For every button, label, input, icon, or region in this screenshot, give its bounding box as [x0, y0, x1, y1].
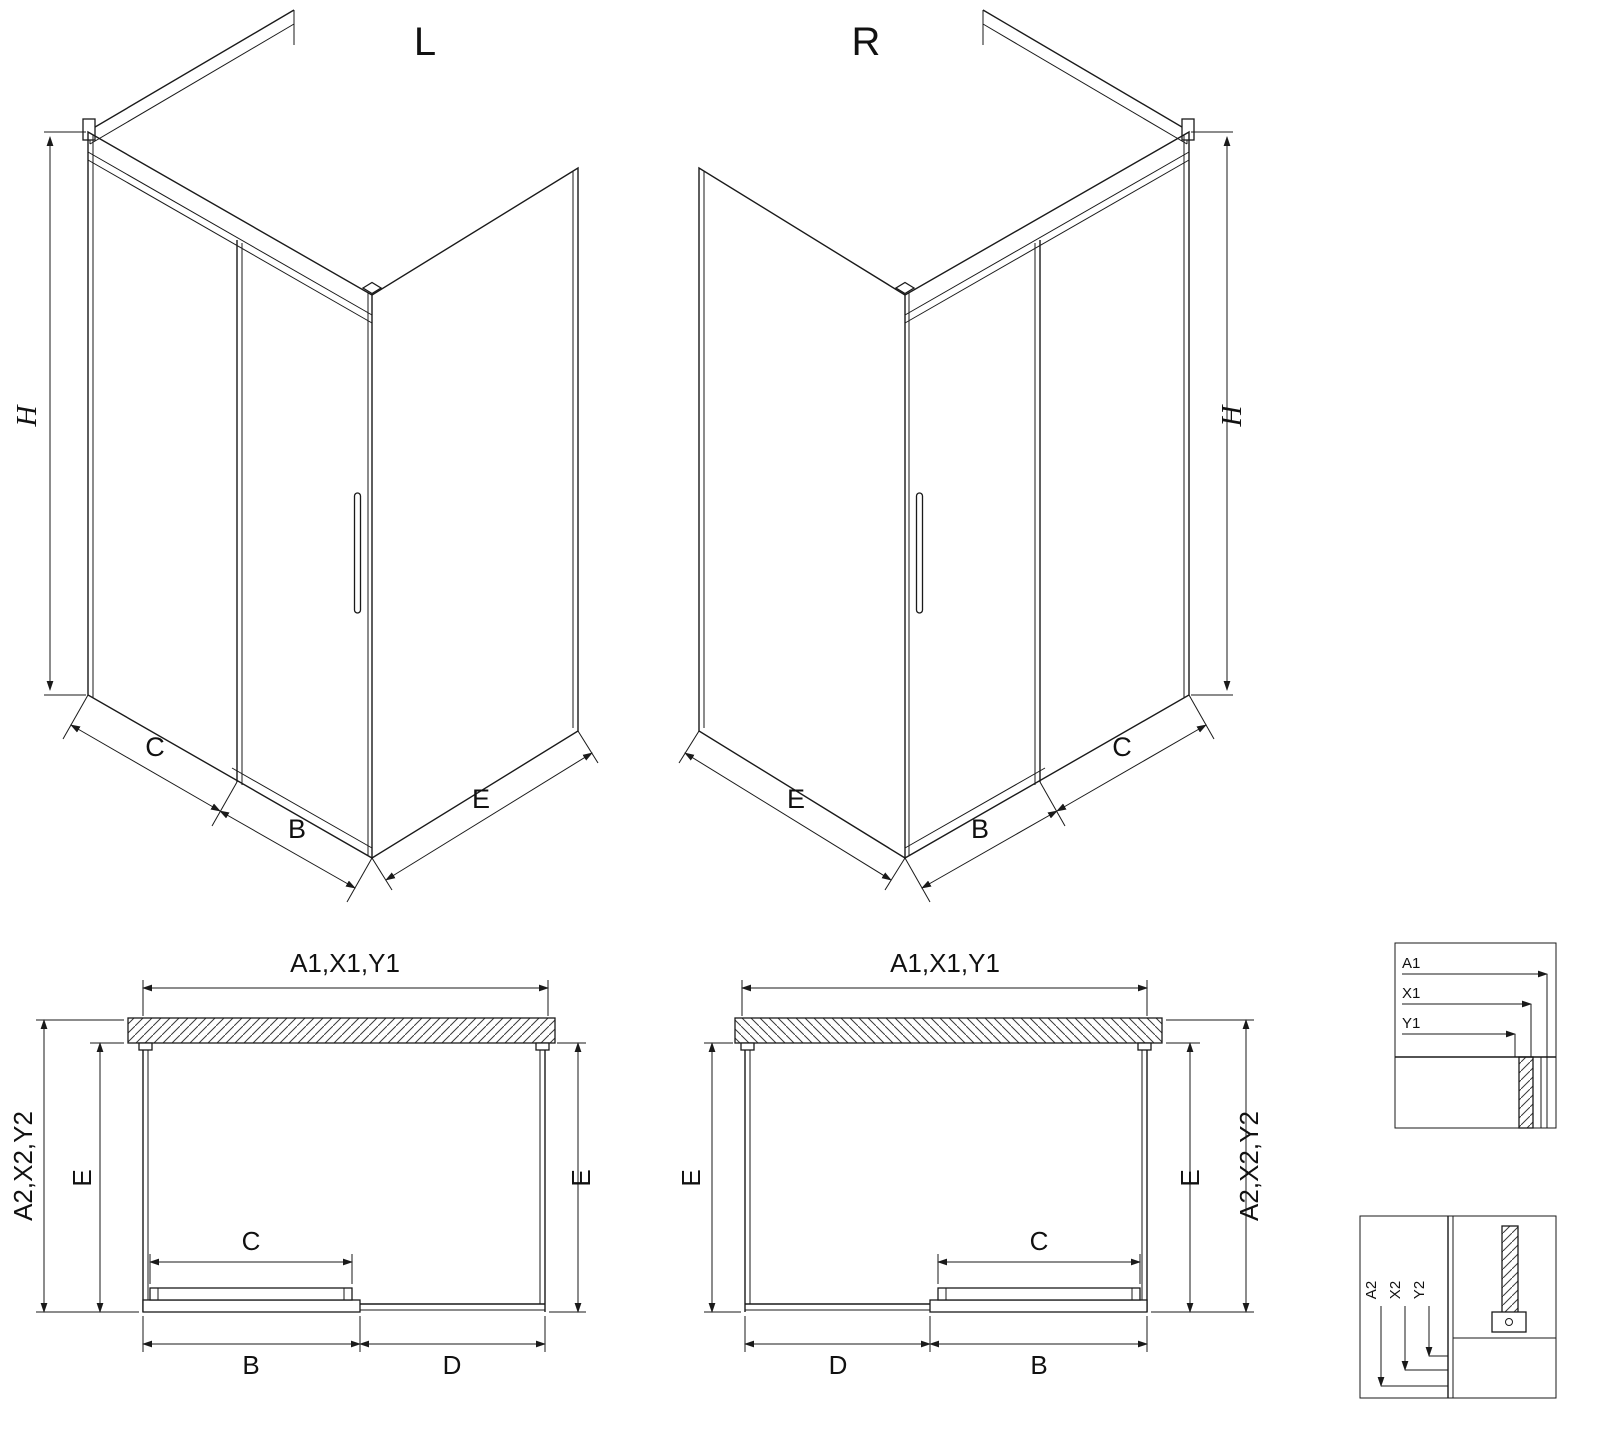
dim-label-c-left: C: [145, 732, 165, 762]
plan-left-dim-a2-label: A2,X2,Y2: [8, 1111, 38, 1221]
corner-connector: [361, 281, 383, 295]
wall-fitting: [138, 1042, 153, 1051]
wall-fitting: [535, 1042, 550, 1051]
detail-bottom-frame: [1359, 1215, 1557, 1399]
dim-label-c-right: C: [1112, 732, 1132, 762]
plan-left-dim-b-label: B: [242, 1350, 259, 1380]
detail-y2-label: Y2: [1411, 1281, 1428, 1299]
plan-left-labels: A1,X1,Y1 A2,X2,Y2 E E C B D: [8, 948, 596, 1380]
detail-bottom-wall-section: [1501, 1225, 1519, 1315]
plan-side-panels: [138, 1042, 550, 1312]
plan-right-dim-e-left-label: E: [676, 1169, 706, 1186]
plan-left-dim-d-label: D: [443, 1350, 462, 1380]
dim-label-b-left: B: [288, 814, 306, 844]
plan-right-dim-a1-label: A1,X1,Y1: [890, 948, 1000, 978]
iso-front-face: [87, 130, 383, 860]
detail-a2-label: A2: [1363, 1281, 1380, 1299]
plan-view-left-lines: [36, 980, 586, 1352]
iso-side-panel: [371, 166, 579, 859]
plan-view-right-lines: [704, 980, 1254, 1352]
iso-view-right-lines: [679, 10, 1233, 902]
iso-dim-front: [62, 694, 373, 903]
iso-view-left-lines: [44, 9, 599, 903]
door-handle: [353, 492, 362, 614]
dim-label-b-right: B: [971, 814, 989, 844]
plan-left-dim-c-label: C: [242, 1226, 261, 1256]
plan-left-dim-a1-label: A1,X1,Y1: [290, 948, 400, 978]
plan-right-labels: A1,X1,Y1 A2,X2,Y2 E E C B D: [676, 948, 1264, 1380]
plan-front-assembly: [142, 1287, 545, 1313]
detail-top-frame: [1394, 942, 1557, 1129]
dim-label-e-left: E: [472, 784, 490, 814]
iso-dim-side: [371, 730, 599, 891]
detail-y1-label: Y1: [1402, 1015, 1420, 1032]
wall-section: [127, 1017, 556, 1044]
plan-right-dim-c-label: C: [1030, 1226, 1049, 1256]
plan-dim-e-right: [549, 1042, 586, 1313]
plan-left-dim-e-left-label: E: [67, 1169, 97, 1186]
dim-label-e-right: E: [787, 784, 805, 814]
view-title-right: R: [852, 20, 881, 64]
plan-dim-e-left: [90, 1042, 124, 1313]
iso-left-labels: L H C B E: [11, 20, 490, 844]
plan-right-dim-a2-label: A2,X2,Y2: [1234, 1111, 1264, 1221]
detail-top-wall-section: [1518, 1056, 1534, 1129]
view-title-left: L: [414, 20, 436, 64]
fitting-screw: [1505, 1318, 1513, 1326]
detail-a1-label: A1: [1402, 955, 1420, 972]
plan-dim-c: [149, 1254, 353, 1284]
plan-right-dim-b-label: B: [1030, 1350, 1047, 1380]
plan-dim-a1: [142, 980, 549, 1016]
door-track: [142, 1299, 361, 1313]
iso-far-side-panel: [82, 9, 295, 145]
plan-left-dim-e-right-label: E: [566, 1169, 596, 1186]
detail-x2-label: X2: [1387, 1281, 1404, 1299]
iso-dim-height: [44, 131, 86, 696]
detail-top: A1 X1 Y1: [1394, 942, 1557, 1129]
dim-label-h-right: H: [1216, 403, 1248, 427]
plan-right-dim-d-label: D: [829, 1350, 848, 1380]
dim-label-h-left: H: [11, 403, 43, 427]
track-fitting: [1491, 1311, 1527, 1333]
iso-right-labels: R H C B E: [787, 20, 1248, 844]
plan-dim-b-d: [142, 1316, 546, 1352]
sliding-door-panel: [149, 1287, 353, 1301]
plan-dim-a2: [36, 1019, 139, 1313]
detail-x1-label: X1: [1402, 985, 1420, 1002]
plan-right-dim-e-right-label: E: [1175, 1169, 1205, 1186]
detail-bottom: A2 X2 Y2: [1359, 1215, 1557, 1399]
